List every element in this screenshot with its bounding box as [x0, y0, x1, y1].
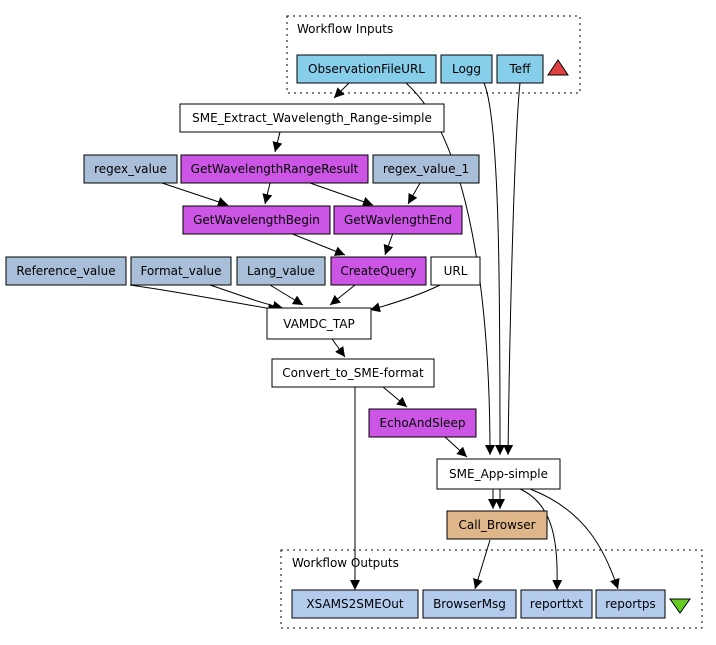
- edge-extract-to-rangeresult: [272, 131, 283, 153]
- node-echo-and-sleep[interactable]: EchoAndSleep: [368, 408, 477, 438]
- node-regex-value[interactable]: regex_value: [83, 154, 178, 184]
- node-label: VAMDC_TAP: [283, 317, 354, 331]
- node-label: regex_value: [94, 162, 167, 176]
- node-browser-msg[interactable]: BrowserMsg: [422, 589, 517, 619]
- edge-regex-to-begin: [161, 182, 229, 207]
- node-reference-value[interactable]: Reference_value: [5, 256, 127, 286]
- node-logg[interactable]: Logg: [440, 54, 493, 84]
- node-label: Teff: [509, 62, 532, 76]
- edge-smeapp-to-reportps: [529, 488, 620, 590]
- inputs-triangle-icon: [547, 59, 569, 76]
- edge-smeapp-to-reporttxt: [519, 488, 563, 591]
- edge-rangeresult-to-end: [309, 182, 374, 207]
- node-call-browser[interactable]: Call_Browser: [446, 510, 548, 540]
- node-get-wavelength-range-result[interactable]: GetWavelengthRangeResult: [180, 154, 369, 184]
- node-observation-file-url[interactable]: ObservationFileURL: [296, 54, 437, 84]
- edge-end-to-createquery: [383, 232, 394, 256]
- node-label: GetWavelengthBegin: [193, 213, 320, 227]
- node-label: Logg: [452, 62, 481, 76]
- edge-begin-to-createquery: [289, 232, 346, 256]
- node-sme-extract[interactable]: SME_Extract_Wavelength_Range-simple: [179, 103, 445, 133]
- node-label: Lang_value: [247, 264, 315, 278]
- node-create-query[interactable]: CreateQuery: [330, 256, 427, 286]
- node-label: ObservationFileURL: [308, 62, 425, 76]
- edge-url-to-vamdc: [369, 284, 441, 313]
- node-teff[interactable]: Teff: [496, 54, 544, 84]
- node-get-wavelength-begin[interactable]: GetWavelengthBegin: [182, 205, 331, 235]
- node-label: EchoAndSleep: [380, 416, 466, 430]
- workflow-inputs-label: Workflow Inputs: [297, 22, 393, 36]
- edge-callbrowser-to-browsermsg: [473, 539, 491, 590]
- node-lang-value[interactable]: Lang_value: [236, 256, 326, 286]
- node-label: GetWavelengthRangeResult: [191, 162, 359, 176]
- node-convert-to-sme-format[interactable]: Convert_to_SME-format: [271, 358, 435, 388]
- edge-format-to-vamdc: [209, 284, 284, 311]
- node-label: URL: [444, 264, 468, 278]
- edge-teff-to-smeapp: [503, 82, 521, 456]
- edge-createquery-to-vamdc: [329, 284, 356, 306]
- node-label: Convert_to_SME-format: [282, 366, 424, 380]
- edges: [129, 82, 620, 591]
- node-get-wavlength-end[interactable]: GetWavlengthEnd: [333, 205, 463, 235]
- edge-reference-to-vamdc: [129, 284, 279, 314]
- node-label: XSAMS2SMEOut: [306, 597, 403, 611]
- node-url[interactable]: URL: [430, 256, 481, 286]
- node-reportps[interactable]: reportps: [595, 589, 666, 619]
- edge-lang-to-vamdc: [269, 284, 304, 306]
- edge-vamdc-to-convert: [331, 338, 346, 358]
- node-label: SME_Extract_Wavelength_Range-simple: [192, 111, 432, 125]
- edge-echo-to-smeapp: [444, 436, 468, 458]
- node-label: CreateQuery: [340, 264, 416, 278]
- node-reporttxt[interactable]: reporttxt: [520, 589, 593, 619]
- node-label: GetWavlengthEnd: [344, 213, 452, 227]
- node-label: regex_value_1: [383, 162, 469, 176]
- workflow-inputs-group: [286, 15, 581, 94]
- edge-rangeresult-to-begin: [262, 182, 273, 205]
- node-label: Format_value: [140, 264, 221, 278]
- node-label: Reference_value: [16, 264, 115, 278]
- outputs-triangle-icon: [669, 598, 691, 614]
- node-label: SME_App-simple: [449, 467, 548, 481]
- node-label: reportps: [605, 597, 656, 611]
- workflow-outputs-label: Workflow Outputs: [292, 556, 399, 570]
- node-label: BrowserMsg: [433, 597, 506, 611]
- node-xsams2smeout[interactable]: XSAMS2SMEOut: [291, 589, 419, 619]
- node-regex-value-1[interactable]: regex_value_1: [372, 154, 480, 184]
- node-format-value[interactable]: Format_value: [130, 256, 232, 286]
- workflow-outputs-group: [280, 549, 703, 629]
- edge-regex1-to-end: [407, 182, 421, 205]
- edge-convert-to-echo: [382, 386, 408, 408]
- node-label: reporttxt: [530, 597, 583, 611]
- edge-obsurl-to-extract: [333, 82, 350, 99]
- edge-logg-to-smeapp: [483, 82, 505, 456]
- node-sme-app-simple[interactable]: SME_App-simple: [436, 458, 561, 490]
- node-vamdc-tap[interactable]: VAMDC_TAP: [266, 307, 372, 340]
- node-label: Call_Browser: [458, 518, 535, 532]
